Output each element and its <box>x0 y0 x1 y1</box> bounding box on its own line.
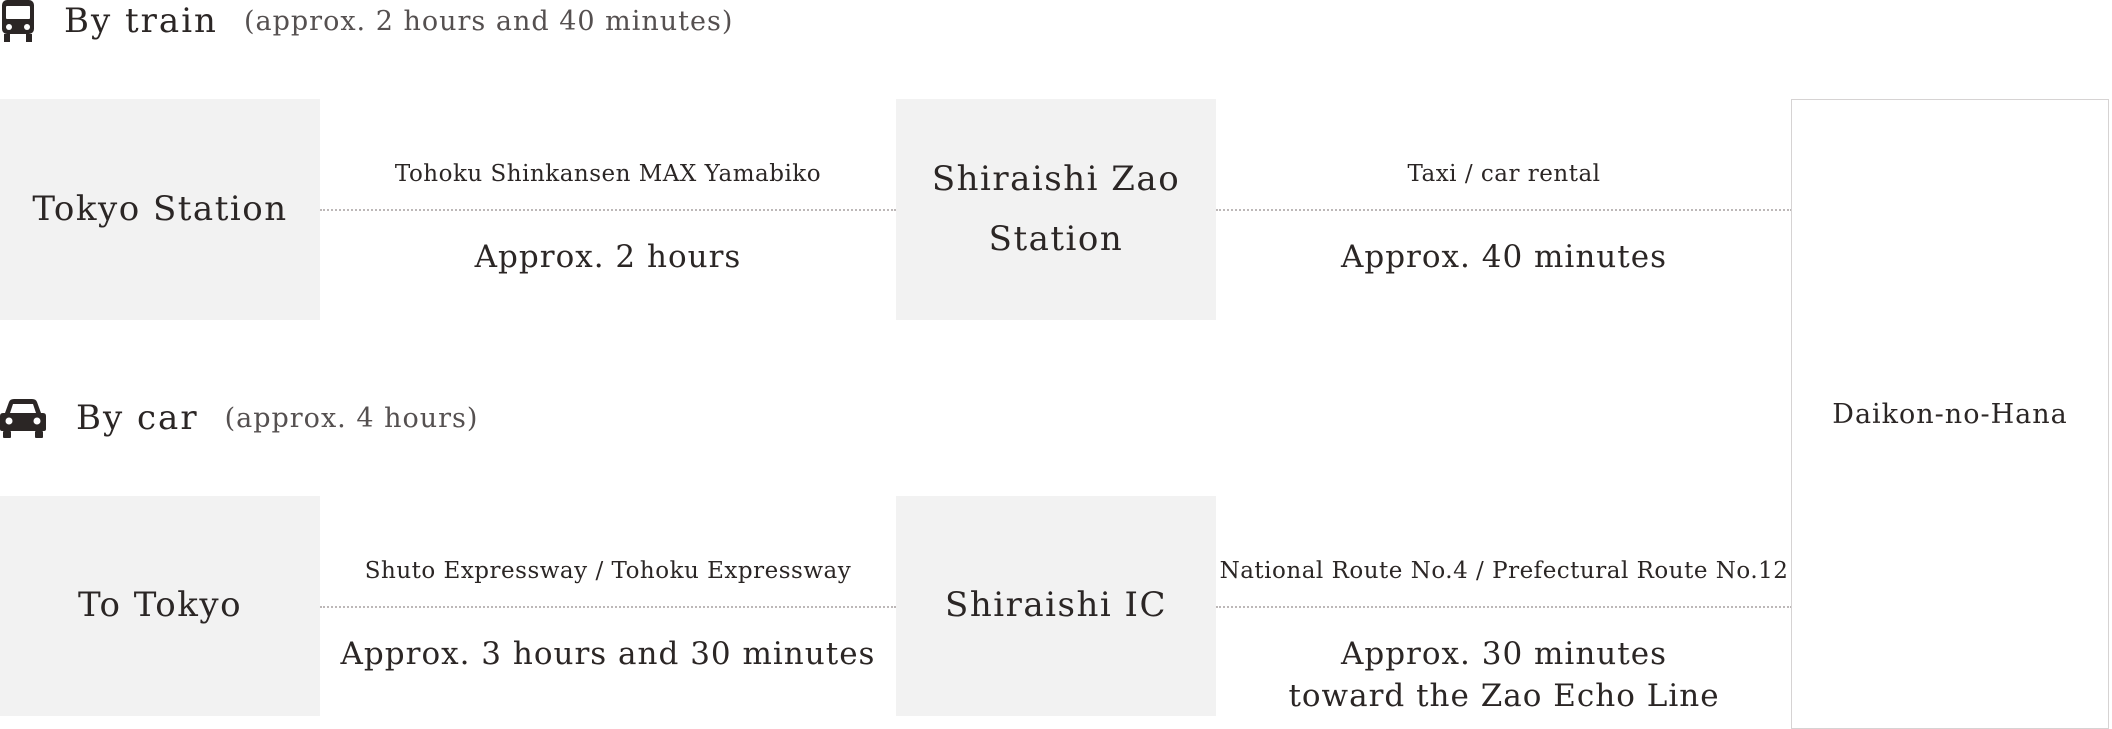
route-box-label: Shiraishi IC <box>945 585 1167 626</box>
dotted-connector-line <box>320 606 896 608</box>
route-box-to-tokyo: To Tokyo <box>0 496 320 716</box>
route-box-shiraishi-zao-station: Shiraishi Zao Station <box>896 99 1216 320</box>
car-leg-1-method: Shuto Expressway / Tohoku Expressway <box>364 558 852 584</box>
car-leg-2-time-line-2: toward the Zao Echo Line <box>1288 677 1720 714</box>
route-box-tokyo-station: Tokyo Station <box>0 99 320 320</box>
destination-box-daikon-no-hana: Daikon-no-Hana <box>1791 99 2109 729</box>
route-box-label-line-1: Shiraishi Zao <box>931 159 1181 199</box>
train-leg-2-method: Taxi / car rental <box>1407 161 1601 187</box>
train-section-title: By train <box>64 1 218 41</box>
train-section-heading: By train (approx. 2 hours and 40 minutes… <box>0 0 733 42</box>
car-leg-2: National Route No.4 / Prefectural Route … <box>1216 496 1792 716</box>
dotted-connector-line <box>320 209 896 211</box>
dotted-connector-line <box>1216 606 1792 608</box>
train-leg-1-time: Approx. 2 hours <box>474 239 742 275</box>
car-leg-2-method: National Route No.4 / Prefectural Route … <box>1219 558 1789 584</box>
car-leg-2-time: Approx. 30 minutes toward the Zao Echo L… <box>1216 634 1792 718</box>
car-section-heading: By car (approx. 4 hours) <box>0 396 478 440</box>
car-icon <box>0 398 46 438</box>
car-leg-1: Shuto Expressway / Tohoku Expressway App… <box>320 496 896 716</box>
destination-label: Daikon-no-Hana <box>1832 398 2068 430</box>
route-box-label: Tokyo Station <box>32 188 288 229</box>
route-box-label-line-2: Station <box>988 218 1124 259</box>
route-box-shiraishi-ic: Shiraishi IC <box>896 496 1216 716</box>
train-leg-1-method: Tohoku Shinkansen MAX Yamabiko <box>394 161 822 187</box>
train-icon <box>0 0 36 42</box>
car-leg-2-time-line-1: Approx. 30 minutes <box>1340 636 1667 672</box>
train-leg-2-time: Approx. 40 minutes <box>1340 239 1667 275</box>
route-box-label: To Tokyo <box>77 585 243 626</box>
train-leg-2: Taxi / car rental Approx. 40 minutes <box>1216 99 1792 319</box>
car-section-title: By car <box>76 398 199 438</box>
train-leg-1: Tohoku Shinkansen MAX Yamabiko Approx. 2… <box>320 99 896 319</box>
train-duration-note: (approx. 2 hours and 40 minutes) <box>243 5 734 37</box>
car-duration-note: (approx. 4 hours) <box>224 402 479 434</box>
dotted-connector-line <box>1216 209 1792 211</box>
car-leg-1-time: Approx. 3 hours and 30 minutes <box>340 636 876 672</box>
